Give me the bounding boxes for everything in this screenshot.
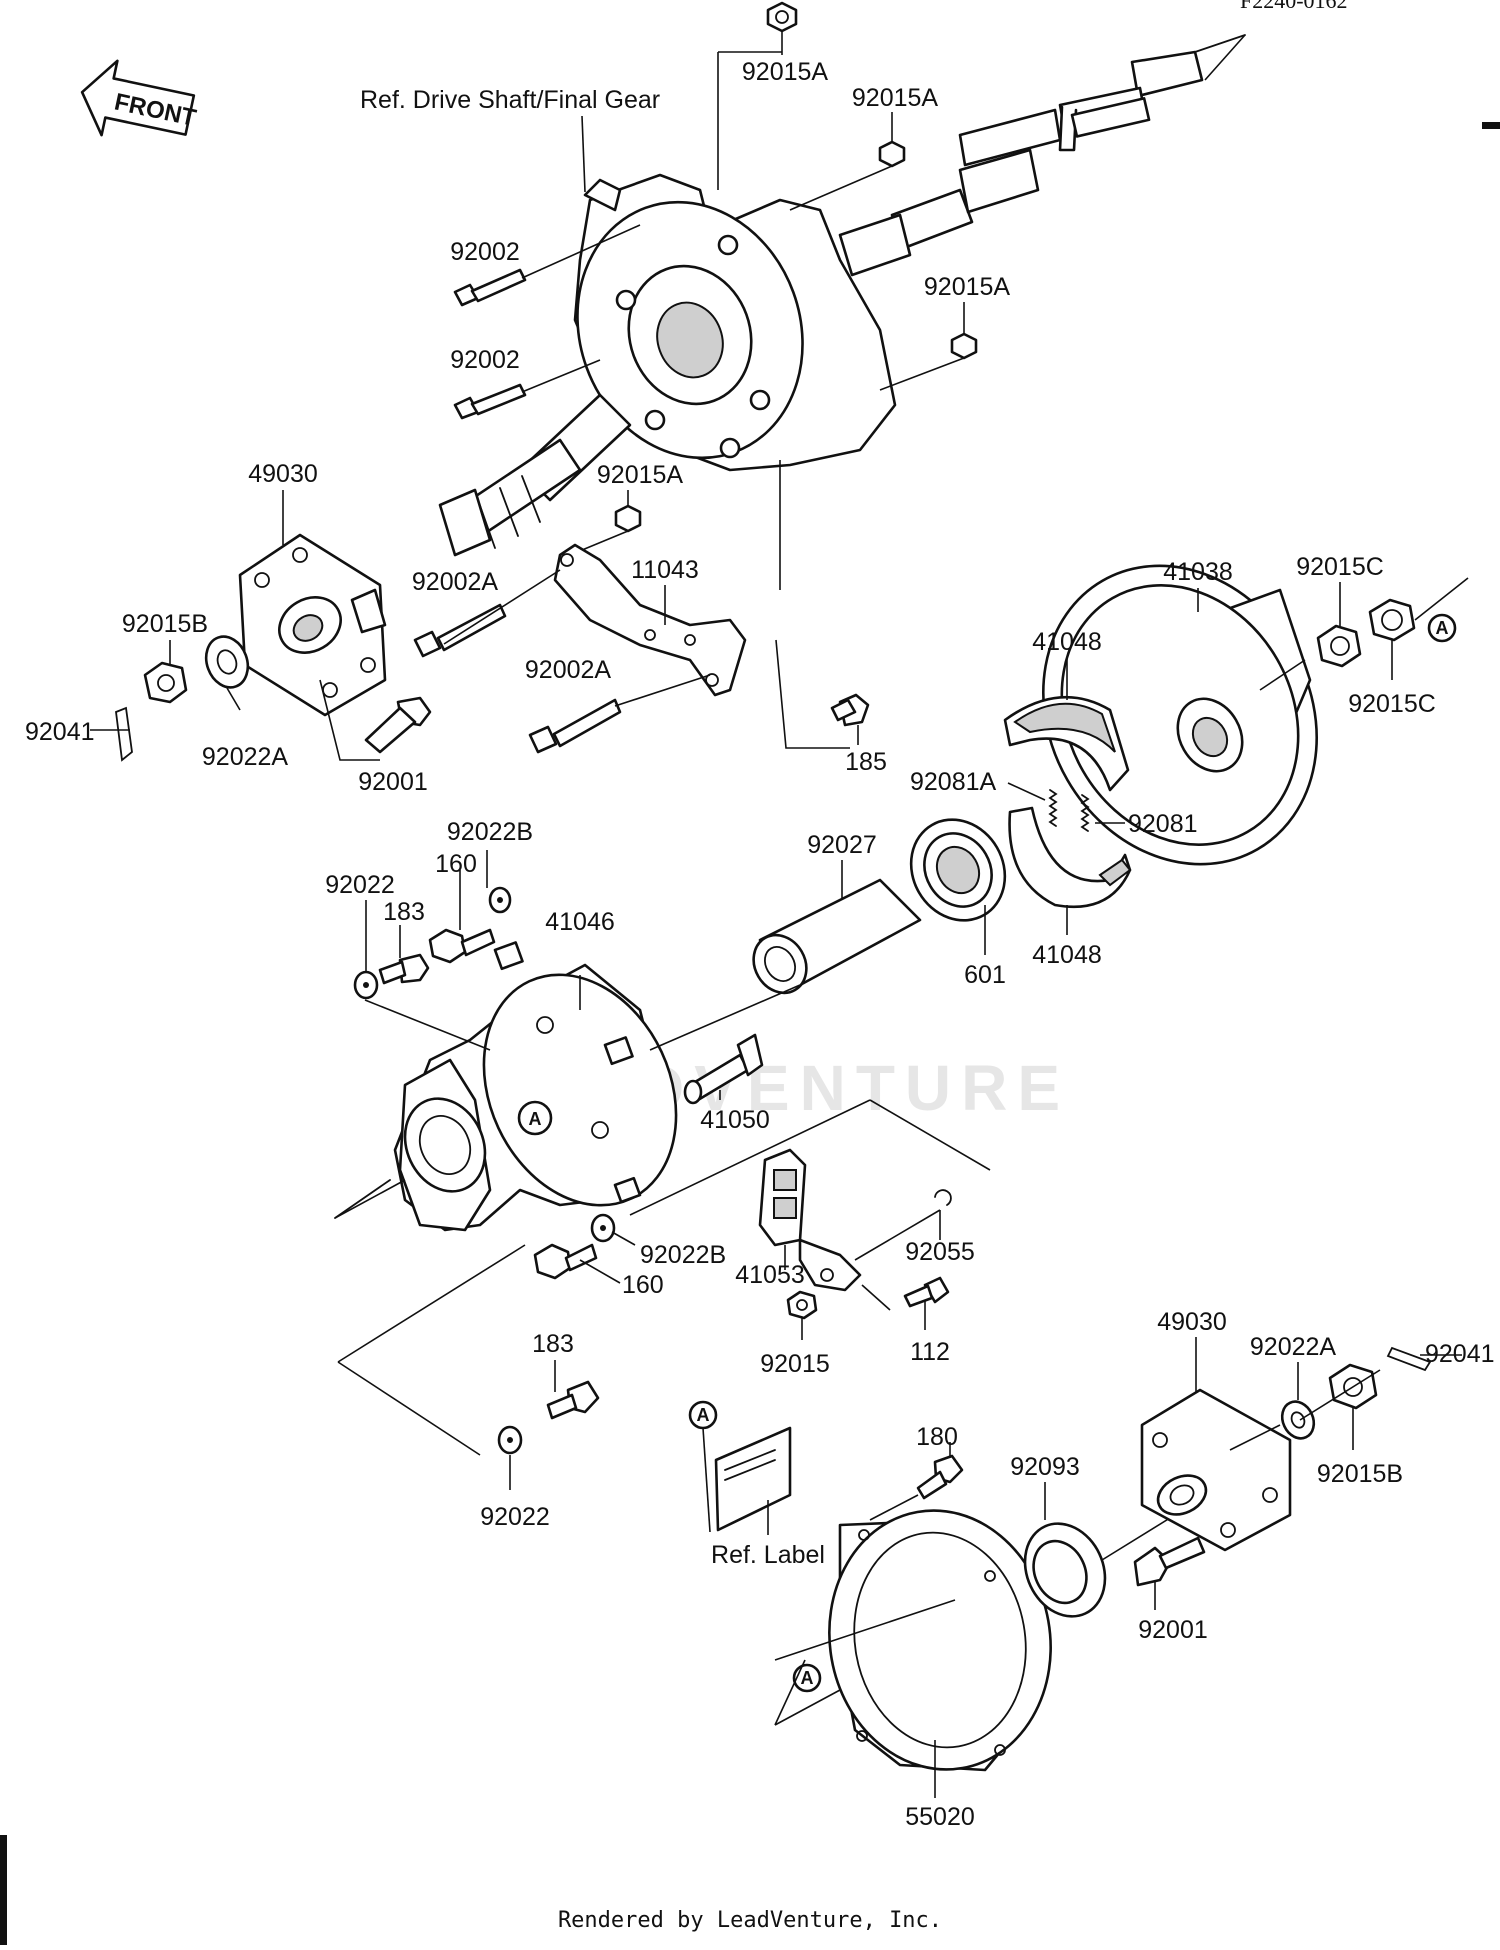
- bolt-92001-upper-icon: [364, 696, 432, 754]
- bearing-housing-49030-upper: [238, 533, 387, 717]
- circle-a-marker-label: A: [697, 1405, 710, 1425]
- circle-a-marker-top-right: A: [1427, 613, 1457, 643]
- callout-92015B-1: 92015B: [122, 610, 208, 638]
- nut-92015-icon: [786, 1290, 818, 1320]
- callout-92041-2: 92041: [1425, 1340, 1495, 1368]
- callout-92041-1: 92041: [25, 718, 95, 746]
- callout-41048-1: 41048: [1032, 628, 1102, 656]
- washer-92022-lower-icon: [497, 1425, 523, 1455]
- callout-185: 185: [845, 748, 887, 776]
- callout-92022A-1: 92022A: [202, 743, 289, 771]
- bearing-601-icon: [909, 818, 1007, 922]
- callout-41046: 41046: [545, 908, 615, 936]
- callout-92001-1: 92001: [358, 768, 428, 796]
- brake-shoe-41048-lower: [1008, 806, 1132, 909]
- callout-180: 180: [916, 1423, 958, 1451]
- spring-92081-icon: [1048, 789, 1090, 832]
- callout-92015B-2: 92015B: [1317, 1460, 1403, 1488]
- callout-92015C-2: 92015C: [1348, 690, 1436, 718]
- cotter-pin-92041-lower-icon: [1386, 1346, 1432, 1372]
- brake-lever-41053: [758, 1148, 862, 1292]
- callout-11043: 11043: [631, 556, 699, 584]
- callout-183-2: 183: [532, 1330, 574, 1358]
- callout-92015A-1: 92015A: [742, 58, 829, 86]
- brake-panel-41046: A: [393, 941, 678, 1232]
- cotter-pin-92041-icon: [115, 706, 133, 762]
- bolt-112-icon: [903, 1276, 950, 1308]
- callout-92055: 92055: [905, 1238, 975, 1266]
- callout-41050: 41050: [700, 1106, 770, 1134]
- reference-label-icon: A: [688, 1400, 792, 1532]
- circle-a-text-bottom: A: [801, 1668, 814, 1688]
- front-arrow-icon: FRONT: [80, 59, 199, 137]
- callout-92002-1: 92002: [450, 238, 520, 266]
- callout-92022B-1: 92022B: [447, 818, 533, 846]
- panel-cover-55020: [828, 1509, 1052, 1772]
- bolt-180-icon: [916, 1454, 964, 1500]
- circlip-92055-icon: [934, 1189, 952, 1206]
- callout-92081A: 92081A: [910, 768, 997, 796]
- bolt-183-lower-icon: [546, 1380, 600, 1420]
- brake-shoe-41048-upper: [1003, 695, 1130, 792]
- callout-92081: 92081: [1128, 810, 1198, 838]
- bolt-183-icon: [378, 953, 430, 985]
- callout-92002-2: 92002: [450, 346, 520, 374]
- callout-41048-2: 41048: [1032, 941, 1102, 969]
- callout-160-2: 160: [622, 1271, 664, 1299]
- circle-a-text-top-right: A: [1436, 618, 1449, 638]
- callout-92022-2: 92022: [480, 1503, 550, 1531]
- castle-nut-92015B-icon: [143, 661, 188, 704]
- washer-92022B-icon: [488, 886, 512, 914]
- edge-mark-left: [0, 1835, 7, 1945]
- nut-160-lower-icon: [533, 1243, 598, 1280]
- callout-92015A-2: 92015A: [852, 84, 939, 112]
- callout-601: 601: [964, 961, 1006, 989]
- oil-seal-92093-icon: [1023, 1522, 1107, 1618]
- edge-mark-right: [1482, 122, 1500, 129]
- callout-92093: 92093: [1010, 1453, 1080, 1481]
- nut-160-icon: [428, 928, 496, 964]
- callout-92002A-1: 92002A: [412, 568, 499, 596]
- callout-92015A-4: 92015A: [597, 461, 684, 489]
- callout-92027: 92027: [807, 831, 877, 859]
- drive-shaft-assembly: [438, 34, 1246, 557]
- callout-183-1: 183: [383, 898, 425, 926]
- callout-92022B-2: 92022B: [640, 1241, 726, 1269]
- callout-92001-2: 92001: [1138, 1616, 1208, 1644]
- callout-ref-drive-shaft: Ref. Drive Shaft/Final Gear: [360, 86, 660, 114]
- callout-92022-1: 92022: [325, 871, 395, 899]
- callout-112: 112: [910, 1338, 950, 1366]
- bolt-185-icon: [830, 693, 870, 727]
- bolt-92002-icon: [453, 268, 527, 420]
- brake-cam-41050-icon: [683, 1033, 764, 1105]
- callout-49030-2: 49030: [1157, 1308, 1227, 1336]
- callout-92015A-3: 92015A: [924, 273, 1011, 301]
- spacer-92027-icon: [752, 878, 922, 995]
- bracket-11043: [553, 543, 747, 697]
- figure-code: F2240-0162: [1240, 0, 1348, 13]
- circle-a-marker-bottom: A: [792, 1663, 822, 1693]
- callout-92002A-2: 92002A: [525, 656, 612, 684]
- callout-ref-label: Ref. Label: [711, 1541, 825, 1569]
- callout-41053: 41053: [735, 1261, 805, 1289]
- washer-92022A-icon: [204, 635, 250, 689]
- callout-92015: 92015: [760, 1350, 830, 1378]
- callout-55020: 55020: [905, 1803, 975, 1831]
- washer-92022-icon: [353, 970, 379, 1000]
- callout-160-1: 160: [435, 850, 477, 878]
- callout-41038: 41038: [1163, 558, 1233, 586]
- callout-92022A-2: 92022A: [1250, 1333, 1337, 1361]
- washer-92022B-lower-icon: [590, 1213, 616, 1243]
- nut-92015C-icon: [1316, 598, 1416, 668]
- circle-a-marker-panel: A: [529, 1109, 542, 1129]
- bolt-92001-lower-icon: [1133, 1536, 1206, 1587]
- callout-49030-1: 49030: [248, 460, 318, 488]
- nut-92015A-icon: [614, 1, 978, 533]
- bearing-housing-49030-lower: [1140, 1388, 1292, 1552]
- callout-92015C-1: 92015C: [1296, 553, 1384, 581]
- footer-credit: Rendered by LeadVenture, Inc.: [557, 1908, 943, 1933]
